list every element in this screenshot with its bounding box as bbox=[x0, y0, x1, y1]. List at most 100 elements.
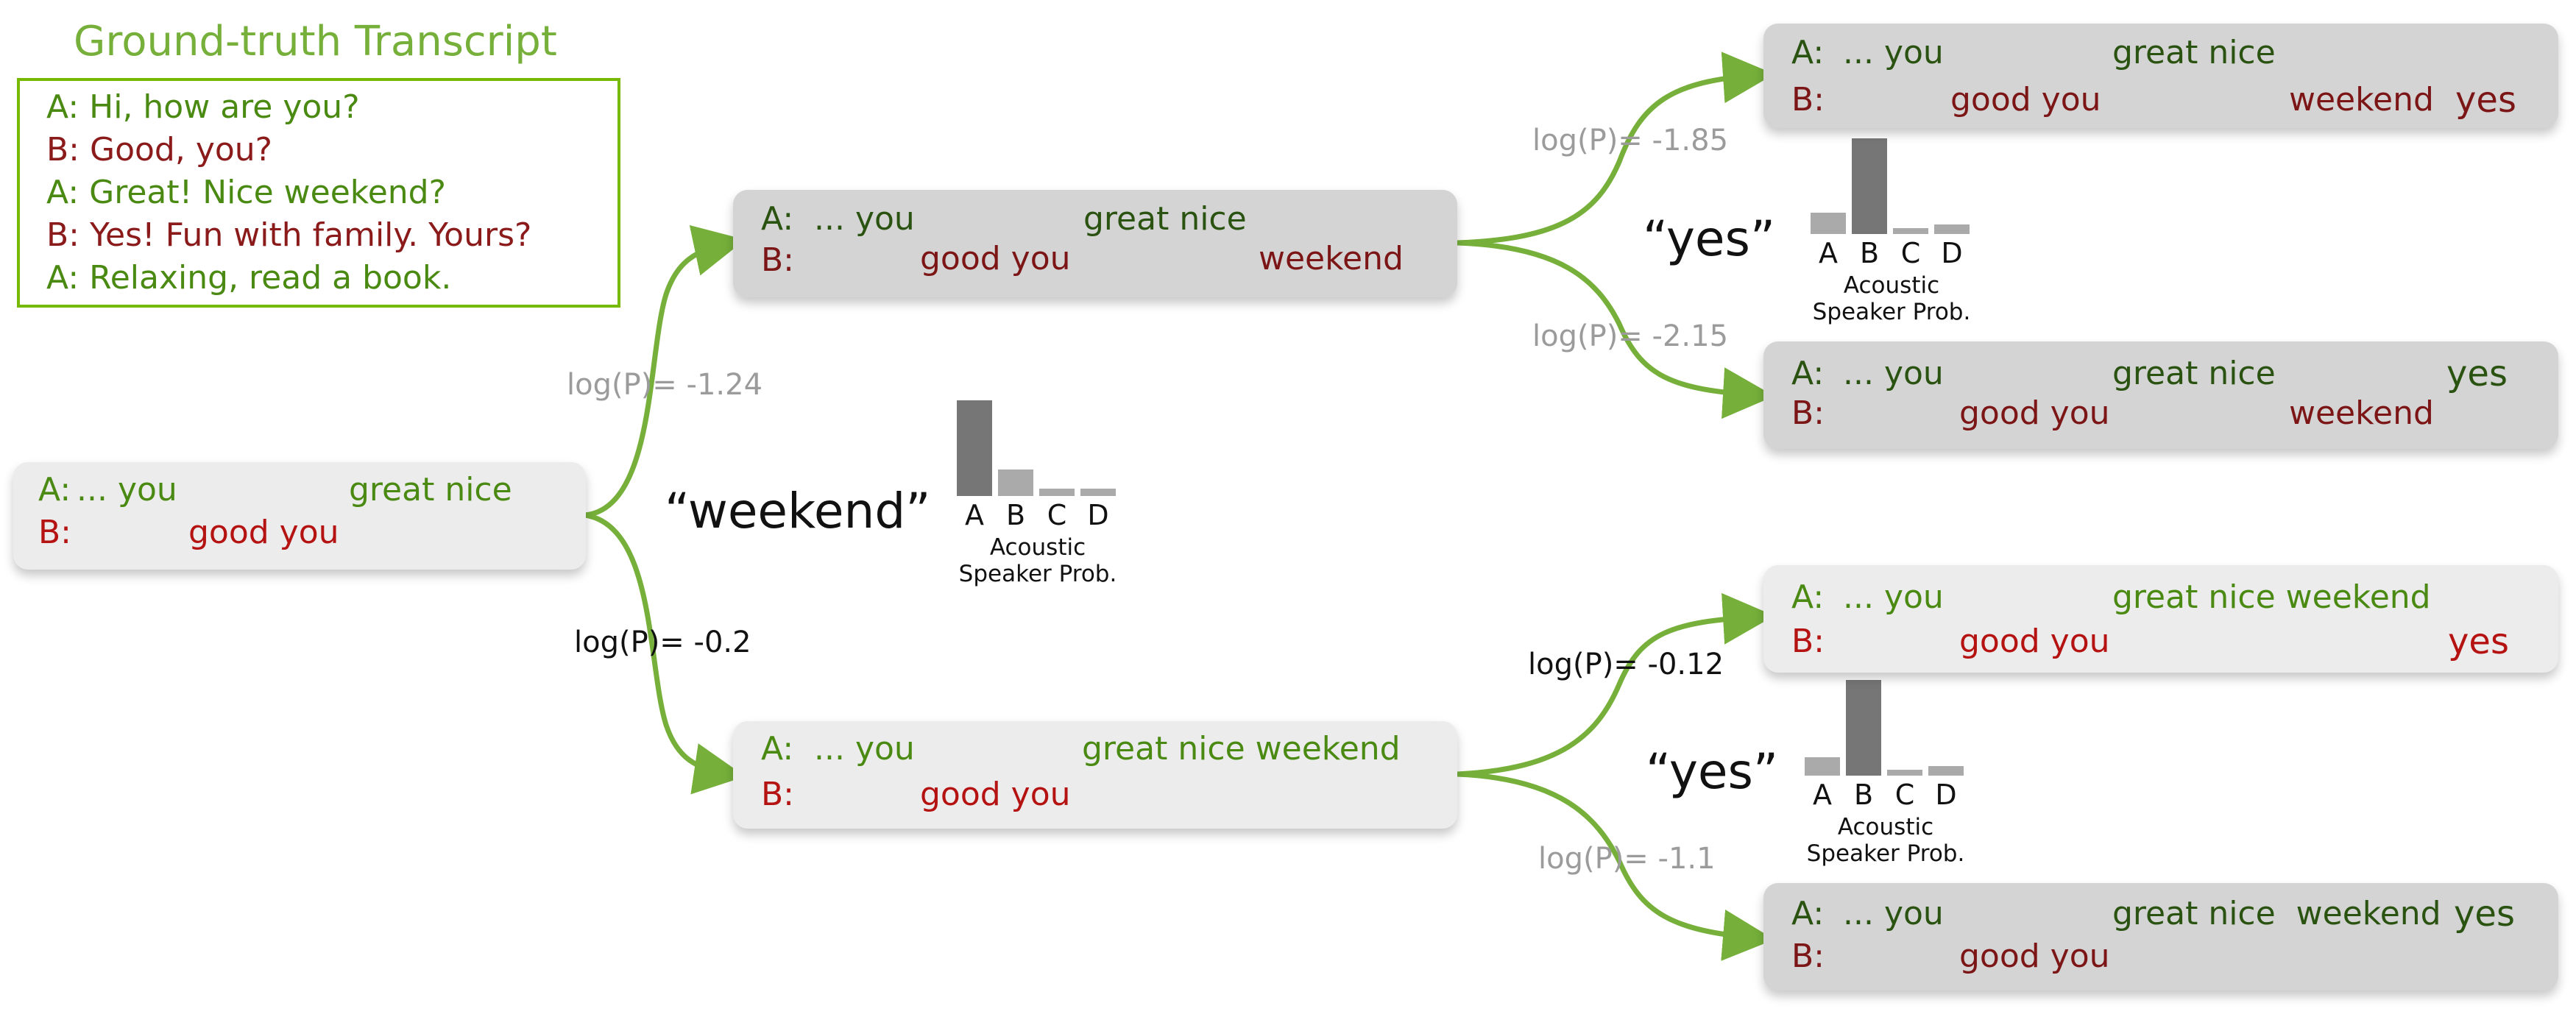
step2-lower-b-hypothesis-box: A: ... you great nice weekend yes B: goo… bbox=[1763, 883, 2558, 991]
step2-ua-a-you: ... you bbox=[1843, 34, 1944, 71]
acoustic-bar-b bbox=[998, 469, 1033, 496]
edge-upper-to-upper bbox=[1457, 52, 1774, 246]
acoustic-bar-d bbox=[1080, 489, 1116, 496]
root-a-you: ... you bbox=[77, 471, 177, 508]
step2-ub-b-weekend: weekend bbox=[2289, 394, 2434, 432]
step2-lb-a-yes: yes bbox=[2454, 893, 2515, 935]
speaker-a-label: A: bbox=[761, 730, 794, 768]
logp-lower-lower: log(P)= -1.1 bbox=[1538, 842, 1716, 876]
ground-truth-box: A: Hi, how are you? B: Good, you? A: Gre… bbox=[17, 78, 620, 308]
step1-upper-a-you: ... you bbox=[814, 200, 915, 238]
ground-truth-line: A: Hi, how are you? bbox=[46, 88, 360, 126]
acoustic-caption: Acoustic Speaker Prob. bbox=[1812, 272, 1971, 325]
edge-root-to-lower bbox=[584, 512, 746, 795]
speaker-b-label: B: bbox=[1791, 394, 1825, 432]
acoustic-bar-a bbox=[957, 400, 992, 496]
step2-ub-a-great-nice: great nice bbox=[2112, 355, 2276, 392]
step2-ua-b-weekend: weekend bbox=[2289, 81, 2434, 118]
step2-lb-a-great-nice-weekend: great nice weekend bbox=[2112, 895, 2441, 932]
acoustic-bar-a bbox=[1811, 213, 1846, 234]
speaker-b-label: B: bbox=[761, 776, 795, 813]
step2-la-a-great-nice-weekend: great nice weekend bbox=[2112, 578, 2431, 616]
step2-ua-b-good-you: good you bbox=[1950, 81, 2101, 118]
root-a-great-nice: great nice bbox=[349, 471, 512, 508]
root-b-good-you: good you bbox=[188, 514, 339, 551]
acoustic-caption: Acoustic Speaker Prob. bbox=[958, 534, 1117, 587]
speaker-a-label: A: bbox=[761, 200, 794, 238]
step2-ua-b-yes: yes bbox=[2455, 79, 2516, 121]
speaker-b-label: B: bbox=[761, 241, 795, 279]
step1-lower-a-great-nice-weekend: great nice weekend bbox=[1082, 730, 1401, 768]
step2-ua-a-great-nice: great nice bbox=[2112, 34, 2276, 71]
acoustic-bar-label: B bbox=[1853, 779, 1874, 811]
step2-la-b-yes: yes bbox=[2448, 621, 2509, 662]
step1-upper-a-great-nice: great nice bbox=[1083, 200, 1247, 238]
step2-lb-b-good-you: good you bbox=[1959, 938, 2110, 975]
token-yes-upper: “yes” bbox=[1643, 210, 1776, 267]
step2-lb-a-you: ... you bbox=[1843, 895, 1944, 932]
acoustic-bar-b bbox=[1846, 680, 1881, 776]
speaker-b-label: B: bbox=[1791, 938, 1825, 975]
step2-lower-a-hypothesis-box: A: ... you great nice weekend B: good yo… bbox=[1763, 565, 2558, 673]
step1-lower-hypothesis-box: A: ... you great nice weekend B: good yo… bbox=[733, 721, 1457, 829]
acoustic-bar-label: A bbox=[965, 499, 984, 531]
root-hypothesis-box: A: ... you great nice B: good you bbox=[13, 462, 586, 570]
step1-lower-b-good-you: good you bbox=[920, 776, 1071, 813]
edge-lower-to-lower bbox=[1457, 771, 1774, 961]
step2-ub-a-you: ... you bbox=[1843, 355, 1944, 392]
ground-truth-line: A: Relaxing, read a book. bbox=[46, 259, 452, 297]
speaker-a-label: A: bbox=[38, 471, 71, 508]
speaker-b-label: B: bbox=[1791, 81, 1825, 118]
acoustic-bar-c bbox=[1039, 489, 1075, 496]
acoustic-bar-c bbox=[1893, 228, 1928, 234]
logp-root-upper: log(P)= -1.24 bbox=[567, 368, 763, 402]
acoustic-bar-a bbox=[1805, 757, 1840, 776]
speaker-a-label: A: bbox=[1791, 355, 1825, 392]
ground-truth-line: A: Great! Nice weekend? bbox=[46, 174, 446, 211]
acoustic-bar-c bbox=[1887, 770, 1922, 776]
acoustic-bar-label: D bbox=[1941, 237, 1963, 269]
acoustic-bar-b bbox=[1852, 138, 1887, 234]
step1-upper-b-weekend: weekend bbox=[1259, 240, 1404, 277]
logp-root-lower: log(P)= -0.2 bbox=[574, 626, 751, 659]
ground-truth-title: Ground-truth Transcript bbox=[74, 18, 557, 65]
edge-lower-to-upper bbox=[1457, 592, 1774, 777]
acoustic-bar-label: D bbox=[1087, 499, 1109, 531]
speaker-b-label: B: bbox=[38, 514, 72, 551]
speaker-a-label: A: bbox=[1791, 34, 1825, 71]
edge-upper-to-lower bbox=[1457, 240, 1774, 419]
token-weekend: “weekend” bbox=[665, 483, 931, 539]
acoustic-bar-d bbox=[1934, 224, 1970, 234]
acoustic-caption: Acoustic Speaker Prob. bbox=[1806, 814, 1965, 867]
ground-truth-line: B: Good, you? bbox=[46, 131, 273, 169]
logp-upper-lower: log(P)= -2.15 bbox=[1532, 319, 1729, 353]
edge-root-to-upper bbox=[584, 224, 746, 518]
token-yes-lower: “yes” bbox=[1646, 743, 1779, 800]
acoustic-bar-label: B bbox=[1005, 499, 1026, 531]
acoustic-bar-label: B bbox=[1859, 237, 1880, 269]
ground-truth-line: B: Yes! Fun with family. Yours? bbox=[46, 216, 532, 254]
speaker-a-label: A: bbox=[1791, 578, 1825, 616]
step2-ub-a-yes: yes bbox=[2446, 353, 2508, 394]
acoustic-bar-label: C bbox=[1900, 237, 1921, 269]
acoustic-bar-d bbox=[1928, 766, 1964, 776]
acoustic-bar-label: A bbox=[1813, 779, 1832, 811]
acoustic-bar-label: C bbox=[1047, 499, 1067, 531]
logp-upper-upper: log(P)= -1.85 bbox=[1532, 124, 1729, 157]
acoustic-bar-label: A bbox=[1819, 237, 1838, 269]
step1-lower-a-you: ... you bbox=[814, 730, 915, 768]
acoustic-bar-label: C bbox=[1894, 779, 1915, 811]
step2-ub-b-good-you: good you bbox=[1959, 394, 2110, 432]
step2-upper-a-hypothesis-box: A: ... you great nice B: good you weeken… bbox=[1763, 24, 2558, 128]
step2-la-a-you: ... you bbox=[1843, 578, 1944, 616]
acoustic-bar-label: D bbox=[1935, 779, 1957, 811]
logp-lower-upper: log(P)= -0.12 bbox=[1528, 648, 1724, 681]
step1-upper-b-good-you: good you bbox=[920, 240, 1071, 277]
speaker-b-label: B: bbox=[1791, 623, 1825, 660]
speaker-a-label: A: bbox=[1791, 895, 1825, 932]
step2-upper-b-hypothesis-box: A: ... you great nice yes B: good you we… bbox=[1763, 341, 2558, 449]
